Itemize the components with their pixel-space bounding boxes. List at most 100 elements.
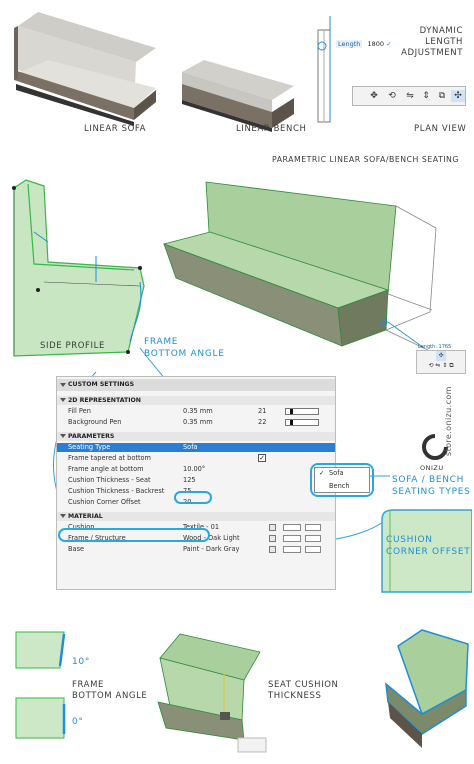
frame-bottom-angle-line-2: BOTTOM ANGLE (144, 349, 225, 359)
cushion-corner-detail (381, 509, 472, 593)
section-material[interactable]: MATERIAL (57, 512, 335, 521)
material-swatch-alt[interactable] (305, 535, 321, 542)
row-value[interactable]: Wood - Oak Light (183, 534, 240, 542)
angle-0-label: 0° (72, 717, 84, 727)
mini-drag-icon[interactable]: ✣ (436, 351, 446, 361)
custom-settings-title: CUSTOM SETTINGS (68, 381, 135, 388)
pen-swatch[interactable] (285, 419, 319, 426)
section-2d-representation[interactable]: 2D REPRESENTATION (57, 396, 335, 405)
material-picker-icon[interactable] (269, 535, 276, 542)
cushion-seat-row[interactable]: Cushion Thickness - Seat 125 (57, 476, 335, 485)
linear-sofa-render (14, 12, 156, 126)
row-label: Seating Type (68, 443, 111, 451)
linear-bench-render (182, 60, 294, 132)
small-length-readout: Length: 1765 (418, 344, 452, 350)
plan-view-label: PLAN VIEW (414, 124, 467, 134)
seat-cushion-line-1: SEAT CUSHION (268, 680, 339, 690)
row-value[interactable]: 125 (183, 476, 196, 484)
material-swatch-alt[interactable] (305, 524, 321, 531)
frame-tapered-row[interactable]: Frame tapered at bottom ✓ (57, 454, 335, 463)
section-label: PARAMETERS (68, 433, 115, 440)
cushion-corner-callout: CUSHION CORNER OFFSET (386, 534, 470, 558)
material-swatch[interactable] (283, 524, 301, 531)
base-material-row[interactable]: Base Paint - Dark Gray (57, 545, 335, 554)
row-label: Frame tapered at bottom (68, 454, 151, 462)
row-label: Frame / Structure (68, 534, 126, 542)
row-label: Cushion (68, 523, 95, 531)
row-value[interactable]: Textile - 01 (183, 523, 220, 531)
dynamic-length-line-1: DYNAMIC LENGTH (419, 26, 463, 47)
pen-number[interactable]: 21 (258, 407, 267, 415)
section-label: MATERIAL (68, 513, 103, 520)
multiply-icon[interactable]: ⧉ (438, 91, 446, 101)
seat-cushion-thickness-label: SEAT CUSHION THICKNESS (268, 680, 339, 702)
onizu-brand: ONIZU store.onizu.com (414, 386, 462, 516)
brand-site: store.onizu.com (444, 386, 453, 456)
pet-palette-toolbar: ✥ ⟲ ⇋ ⇕ ⧉ ✣ (352, 86, 466, 106)
frame-bottom-angle-callout: FRAME BOTTOM ANGLE (144, 336, 225, 360)
mirror-icon[interactable]: ⇋ (406, 91, 414, 101)
brand-name: ONIZU (420, 464, 444, 472)
material-picker-icon[interactable] (269, 524, 276, 531)
row-label: Cushion Thickness - Backrest (68, 487, 165, 495)
dropdown-option-sofa[interactable]: Sofa (329, 469, 344, 477)
pen-number[interactable]: 22 (258, 418, 267, 426)
elevate-icon[interactable]: ⇕ (422, 91, 430, 101)
frame-angle-highlight (174, 491, 212, 504)
custom-settings-header[interactable]: CUSTOM SETTINGS (57, 379, 335, 391)
collapse-triangle-icon (60, 398, 66, 402)
section-parameters[interactable]: PARAMETERS (57, 432, 335, 441)
background-pen-row[interactable]: Background Pen 0.35 mm 22 (57, 418, 335, 427)
seating-type-highlight (310, 463, 374, 497)
mini-pet-palette: ✣ ⟲ ⇋ ⇕ ⧉ (416, 350, 466, 374)
frame-tapered-checkbox[interactable]: ✓ (258, 454, 266, 462)
material-swatch[interactable] (283, 546, 301, 553)
row-label: Fill Pen (68, 407, 91, 415)
frame-bottom-angle-line-1: FRAME (144, 337, 179, 347)
frame-bottom-angle-bottom-line-2: BOTTOM ANGLE (72, 691, 148, 701)
seating-types-line-1: SOFA / BENCH (392, 475, 465, 485)
section-label: 2D REPRESENTATION (68, 397, 141, 404)
onizu-logo-icon (422, 434, 448, 460)
frame-angle-row[interactable]: Frame angle at bottom 10.00° (57, 465, 335, 474)
material-swatch[interactable] (283, 535, 301, 542)
sofa-corner-offset-view (385, 629, 469, 748)
cushion-corner-line-2: CORNER OFFSET (386, 547, 471, 557)
drag-handle-icon[interactable]: ✣ (451, 90, 465, 102)
dynamic-length-line-2: ADJUSTMENT (401, 48, 463, 58)
row-value[interactable]: Paint - Dark Gray (183, 545, 240, 553)
row-value[interactable]: Sofa (183, 443, 198, 451)
rotate-icon[interactable]: ⟲ (388, 91, 396, 101)
seating-type-dropdown[interactable]: ✓ Sofa Bench (314, 467, 370, 493)
frame-bottom-angle-bottom-label: FRAME BOTTOM ANGLE (72, 680, 147, 702)
seating-types-line-2: SEATING TYPES (392, 487, 471, 497)
collapse-triangle-icon (60, 434, 66, 438)
seating-type-row[interactable]: Seating Type Sofa (57, 443, 335, 452)
collapse-triangle-icon (60, 383, 66, 387)
side-profile-label: SIDE PROFILE (40, 341, 105, 351)
move-icon[interactable]: ✥ (370, 91, 378, 101)
dropdown-option-bench[interactable]: Bench (329, 482, 350, 490)
frame-material-row[interactable]: Frame / Structure Wood - Oak Light (57, 534, 335, 543)
mini-tool-icons[interactable]: ⟲ ⇋ ⇕ ⧉ (428, 362, 454, 369)
pen-swatch[interactable] (285, 408, 319, 415)
material-swatch-alt[interactable] (305, 546, 321, 553)
seat-cushion-line-2: THICKNESS (268, 691, 322, 701)
material-picker-icon[interactable] (269, 546, 276, 553)
row-value[interactable]: 10.00° (183, 465, 206, 473)
frame-angle-0-profile (15, 697, 66, 739)
sofa-section-view (157, 633, 267, 753)
sofa-3d-model (162, 181, 437, 353)
row-value[interactable]: 0.35 mm (183, 407, 213, 415)
length-label: Length (336, 40, 363, 48)
length-value: 1800 (367, 40, 385, 48)
collapse-triangle-icon (60, 514, 66, 518)
row-label: Cushion Thickness - Seat (68, 476, 151, 484)
row-value[interactable]: 0.35 mm (183, 418, 213, 426)
length-readout[interactable]: Length 1800 ✓ (336, 40, 392, 48)
row-label: Base (68, 545, 85, 553)
cushion-material-row[interactable]: Cushion Textile - 01 (57, 523, 335, 532)
fill-pen-row[interactable]: Fill Pen 0.35 mm 21 (57, 407, 335, 416)
confirm-check-icon: ✓ (386, 40, 392, 48)
custom-settings-panel: CUSTOM SETTINGS 2D REPRESENTATION Fill P… (56, 376, 336, 590)
